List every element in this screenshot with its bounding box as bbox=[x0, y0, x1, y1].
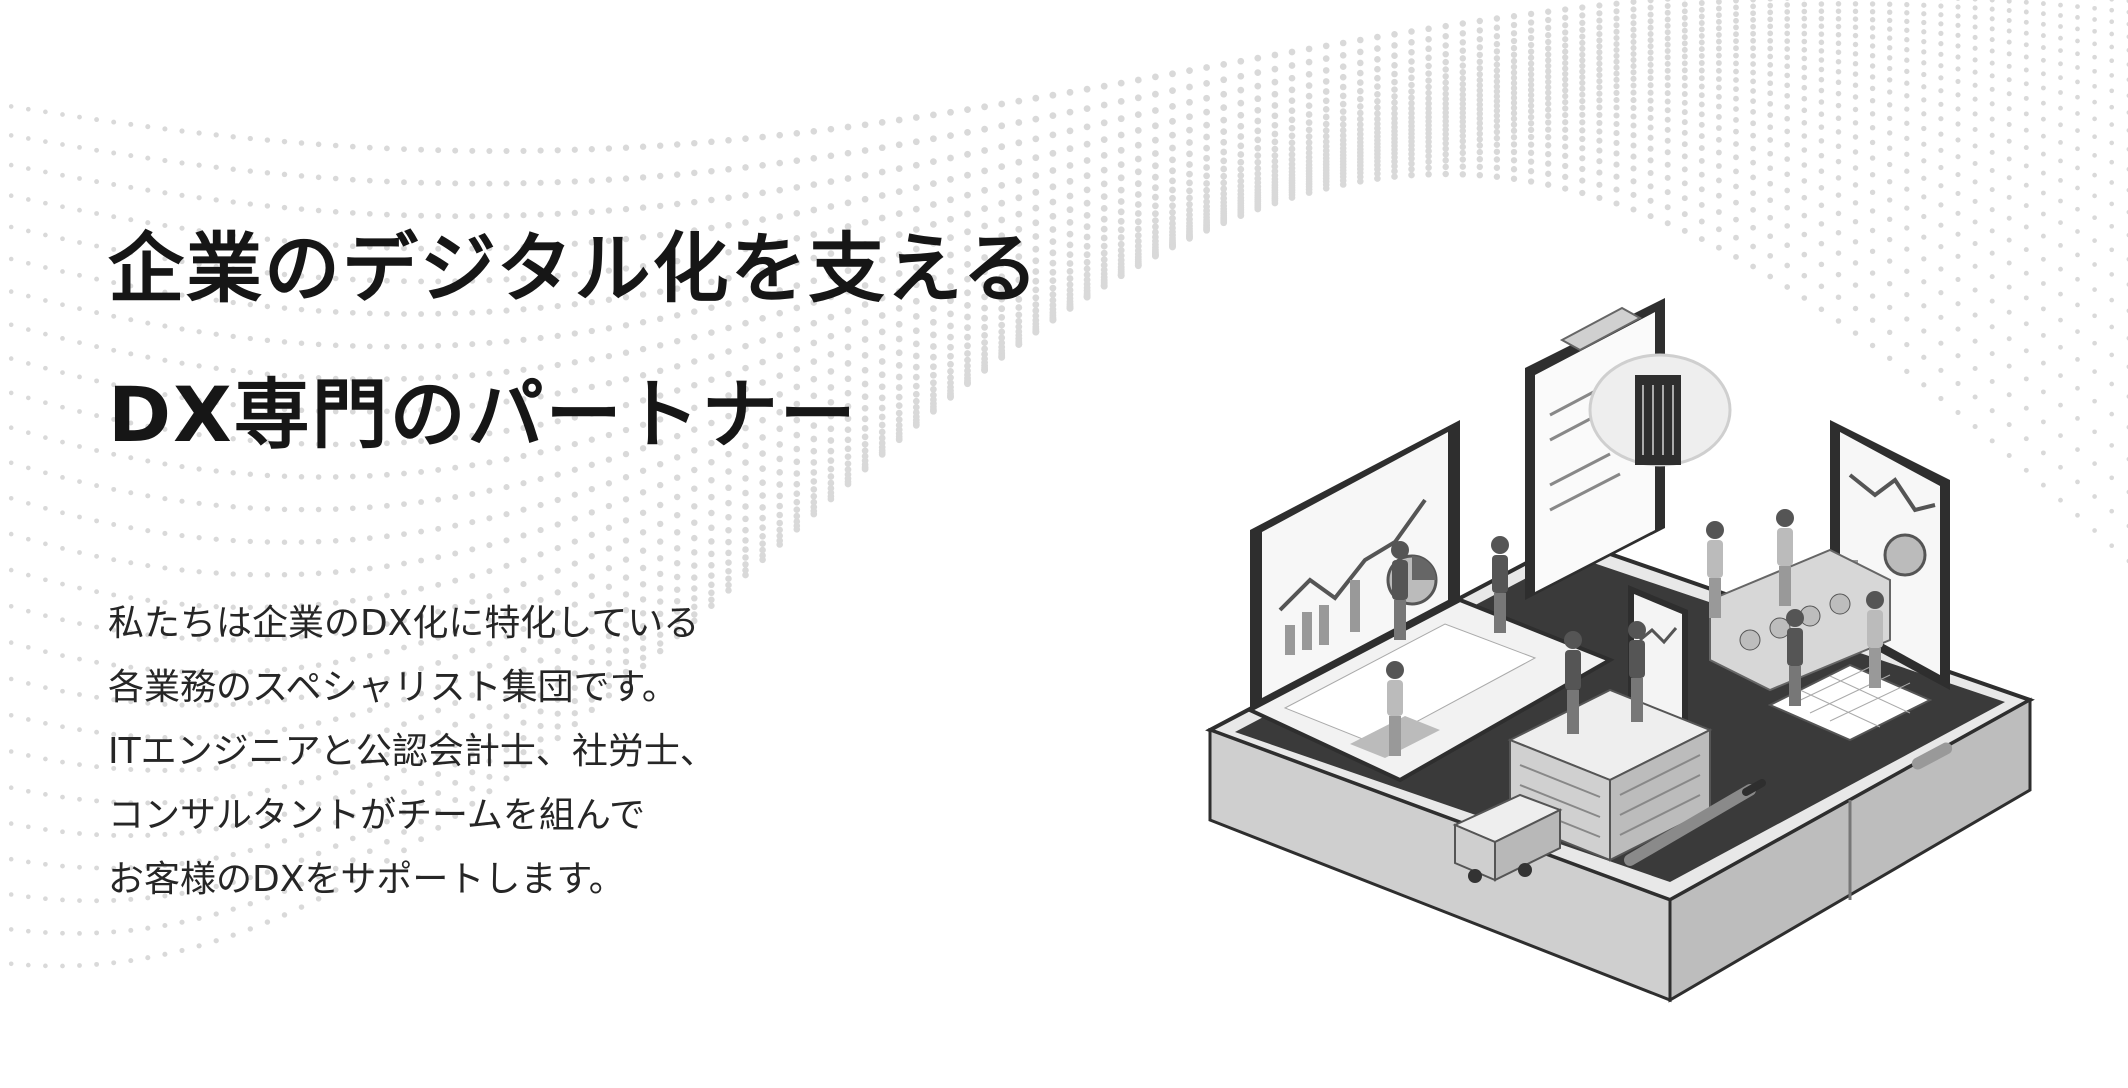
hero-description-line-4: コンサルタントがチームを組んで bbox=[108, 795, 646, 836]
hero-title: 企業のデジタル化を支える DX専門のパートナー bbox=[108, 196, 1040, 488]
hero-description-line-3: ITエンジニアと公認会計士、社労士、 bbox=[108, 731, 716, 772]
person-figure bbox=[1491, 536, 1509, 633]
person-figure bbox=[1628, 621, 1646, 722]
person-figure bbox=[1391, 541, 1409, 640]
calculator-icon bbox=[1767, 663, 1933, 742]
dx-isometric-illustration bbox=[1205, 298, 2035, 1003]
hero-description-line-2: 各業務のスペシャリスト集団です。 bbox=[108, 667, 678, 708]
person-figure bbox=[1866, 591, 1884, 688]
pen-icon bbox=[1624, 779, 1766, 866]
hero-title-line-2: DX専門のパートナー bbox=[108, 370, 858, 459]
hero-description-line-1: 私たちは企業のDX化に特化している bbox=[108, 603, 700, 644]
person-figure bbox=[1386, 661, 1404, 756]
hero-title-line-1: 企業のデジタル化を支える bbox=[108, 224, 1041, 313]
person-figure bbox=[1786, 609, 1804, 706]
hero-description: 私たちは企業のDX化に特化している 各業務のスペシャリスト集団です。 ITエンジ… bbox=[108, 592, 716, 912]
server-cloud-icon bbox=[1588, 353, 1732, 467]
person-figure bbox=[1706, 521, 1724, 618]
person-figure bbox=[1564, 631, 1582, 734]
hero-description-line-5: お客様のDXをサポートします。 bbox=[108, 859, 625, 900]
truck-icon bbox=[1452, 793, 1563, 883]
building-icon bbox=[1507, 688, 1713, 862]
people-figures bbox=[1386, 509, 1884, 756]
person-figure bbox=[1776, 509, 1794, 606]
